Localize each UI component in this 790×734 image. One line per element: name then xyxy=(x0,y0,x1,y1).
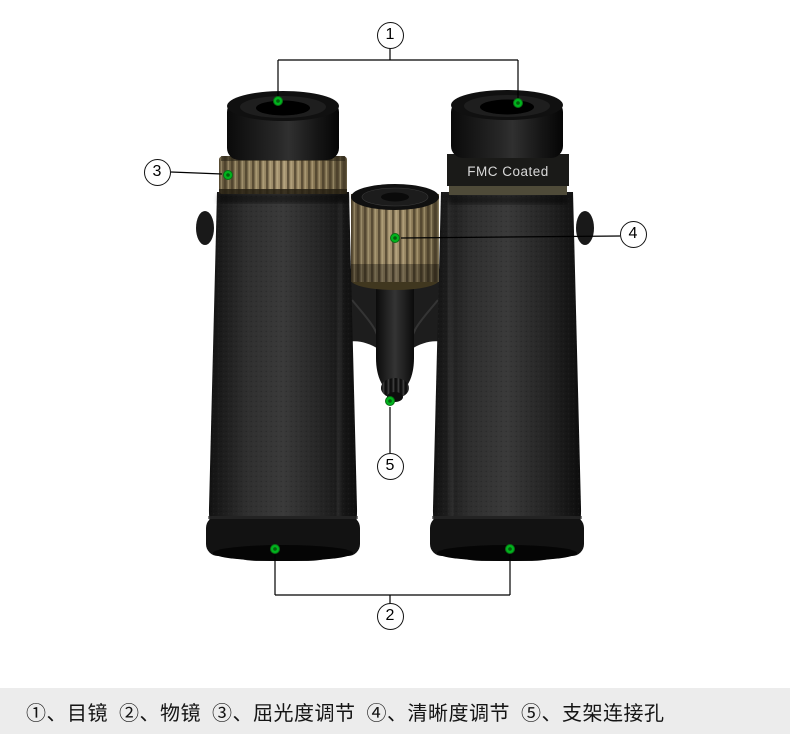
left-objective-lens xyxy=(213,545,353,561)
callout-1: 1 xyxy=(376,21,404,49)
right-eyepiece: FMC Coated xyxy=(447,90,569,204)
legend-bar: ①、目镜 ②、物镜 ③、屈光度调节 ④、清晰度调节 ⑤、支架连接孔 xyxy=(0,688,790,734)
diopter-ring xyxy=(219,156,347,194)
legend-item-diopter: ③、屈光度调节 xyxy=(212,702,356,725)
product-image-area: FMC Coated xyxy=(143,21,647,630)
marker-objective-left xyxy=(270,544,280,554)
coating-band: FMC Coated xyxy=(447,154,569,195)
callout-5-number: 5 xyxy=(385,457,395,474)
callout-line-3 xyxy=(170,171,223,175)
tripod-socket-knob xyxy=(381,378,409,402)
callout-3: 3 xyxy=(143,158,171,186)
callout-2-number: 2 xyxy=(385,607,395,624)
marker-tripod-socket xyxy=(385,396,395,406)
callout-4: 4 xyxy=(619,220,647,248)
legend-item-focus: ④、清晰度调节 xyxy=(366,702,510,725)
marker-eyepiece-right xyxy=(513,98,523,108)
callout-line-1 xyxy=(277,48,519,98)
left-eyepiece-lens xyxy=(256,100,310,116)
coating-label: FMC Coated xyxy=(467,164,549,179)
callout-line-4 xyxy=(400,235,621,239)
binoculars-illustration: FMC Coated xyxy=(170,48,621,604)
callout-4-number: 4 xyxy=(628,225,638,242)
marker-focus-knob xyxy=(390,233,400,243)
callout-2: 2 xyxy=(376,602,404,630)
marker-objective-right xyxy=(505,544,515,554)
left-eyepiece xyxy=(219,91,347,203)
legend-item-eyepiece: ①、目镜 xyxy=(26,702,108,725)
callout-5: 5 xyxy=(376,452,404,480)
legend-item-objective: ②、物镜 xyxy=(119,702,201,725)
left-barrel xyxy=(206,192,360,561)
marker-diopter xyxy=(223,170,233,180)
callout-line-2 xyxy=(274,555,511,604)
left-objective-rim xyxy=(206,516,360,556)
callout-lines xyxy=(170,48,621,604)
point-markers xyxy=(223,96,523,554)
legend-item-tripod-hole: ⑤、支架连接孔 xyxy=(521,702,665,725)
callout-1-number: 1 xyxy=(385,26,395,43)
right-eyepiece-lens xyxy=(480,99,534,115)
right-barrel xyxy=(430,192,584,561)
callout-3-number: 3 xyxy=(152,163,162,180)
right-objective-rim xyxy=(430,516,584,556)
marker-eyepiece-left xyxy=(273,96,283,106)
